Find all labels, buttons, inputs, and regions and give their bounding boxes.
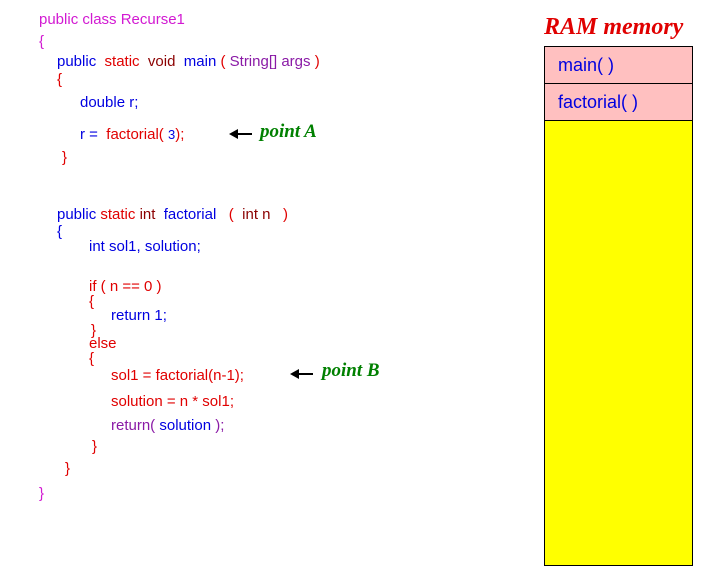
return-end: ); [215,417,225,434]
main-void-keyword: void [147,53,176,70]
factorial-signature: public static int factorial ( int n ) [57,206,288,224]
fact-close-brace: } [65,460,71,477]
return-1-line: return 1; [111,307,167,324]
class-open-brace: { [39,33,45,50]
else-open-brace: { [89,350,95,367]
stack-frame-factorial: factorial( ) [545,84,692,121]
fact-param: int n [242,206,271,223]
if-open-brace: { [89,293,95,310]
solution-line: solution = n * sol1; [111,393,234,410]
return-value: solution [159,417,212,434]
stack-frame-main: main( ) [545,47,692,84]
double-r-line: double r; [80,94,139,111]
class-close-brace: } [39,485,45,502]
fact-int-keyword: int [139,206,156,223]
if-close-brace: } [91,322,97,339]
assign-end: ); [175,126,185,143]
fact-lparen: ( [228,206,234,223]
assign-call: factorial( [106,126,164,143]
decl-line: int sol1, solution; [89,238,201,255]
main-lparen: ( [220,53,226,70]
main-method-name: main [183,53,217,70]
sol1-line: sol1 = factorial(n-1); [111,367,244,384]
else-close-brace: } [92,438,98,455]
main-rparen: ) [314,53,320,70]
fact-open-brace: { [57,223,63,240]
assign-line: r = factorial( 3); [80,126,184,144]
point-a-label: point A [260,121,317,142]
main-close-brace: } [62,149,68,166]
class-declaration: public class Recurse1 [39,11,185,28]
main-signature: public static void main ( String[] args … [57,53,320,71]
main-static-keyword: static [104,53,140,70]
if-line: if ( n == 0 ) [89,278,162,295]
fact-method-name: factorial [163,206,217,223]
return-solution-line: return( solution ); [111,417,224,435]
ram-memory-stack: main( ) factorial( ) [544,46,693,566]
else-keyword: else [89,335,117,352]
main-open-brace: { [57,71,63,88]
arrow-point-a [229,129,252,139]
main-params: String[] args [229,53,311,70]
fact-rparen: ) [283,206,289,223]
fact-static-keyword: static [100,206,136,223]
assign-arg: 3 [167,127,176,142]
return-keyword: return( [111,417,156,434]
point-b-label: point B [322,360,380,381]
arrow-point-b [290,369,313,379]
ram-memory-title: RAM memory [544,14,684,40]
assign-lhs: r = [80,126,98,143]
main-public-keyword: public [57,53,97,70]
fact-public-keyword: public [57,206,97,223]
